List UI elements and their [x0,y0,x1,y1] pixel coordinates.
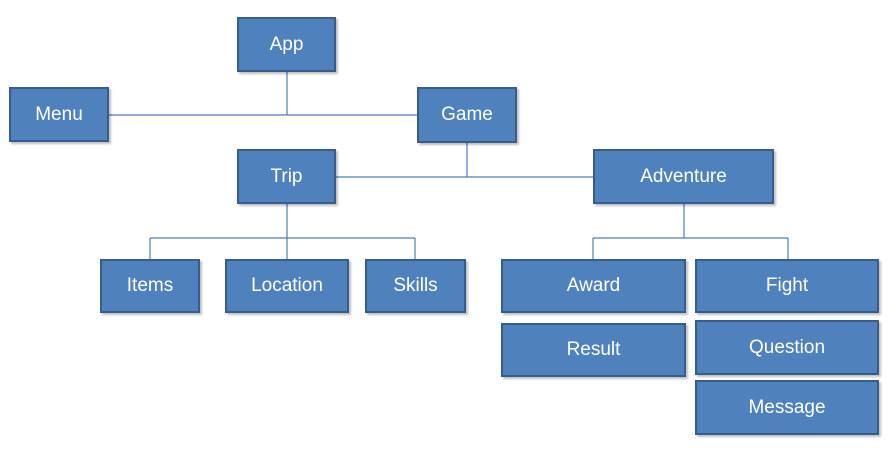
node-question: Question [695,320,879,375]
node-adventure: Adventure [593,149,774,204]
node-skills: Skills [365,259,466,313]
node-award: Award [501,259,686,313]
node-menu: Menu [9,87,109,142]
node-game: Game [417,87,517,143]
node-message-label: Message [748,396,826,418]
node-question-label: Question [748,336,826,358]
node-result: Result [501,323,686,377]
node-skills-label: Skills [393,275,438,296]
node-location-label: Location [251,275,323,296]
node-award-label: Award [566,275,621,296]
node-adventure-label: Adventure [640,165,727,187]
node-menu-label: Menu [35,103,83,125]
node-message: Message [695,380,879,435]
node-fight-label: Fight [765,275,809,296]
node-app-label: App [269,33,304,55]
node-fight: Fight [695,259,879,313]
node-trip: Trip [237,149,336,204]
node-app: App [237,17,336,72]
node-items: Items [100,259,200,313]
node-game-label: Game [441,104,493,125]
node-trip-label: Trip [270,165,303,187]
node-location: Location [225,259,349,313]
node-items-label: Items [126,275,174,296]
node-result-label: Result [566,339,621,360]
